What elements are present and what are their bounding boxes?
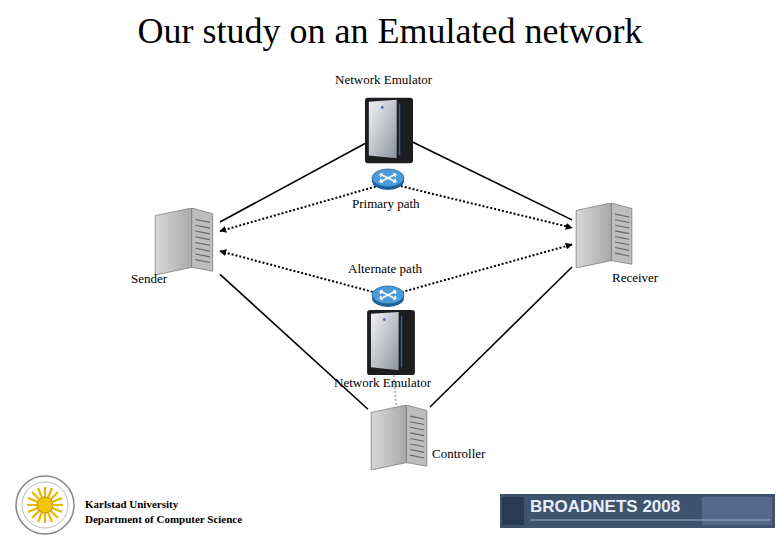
device-label: Receiver — [612, 270, 658, 286]
sun-rays — [27, 487, 63, 523]
network-device: Network Emulator — [365, 310, 417, 375]
footer-label: Karlstad University — [85, 498, 178, 510]
network-device: Receiver — [572, 203, 636, 268]
network-device: Sender — [148, 208, 220, 275]
path-label: Primary path — [352, 196, 420, 212]
server-icon — [371, 405, 427, 470]
university-logo — [16, 476, 74, 534]
emulator-icon — [365, 98, 413, 163]
server-icon — [576, 203, 632, 268]
network-device: Controller — [368, 405, 430, 470]
device-label: Network Emulator — [334, 375, 431, 391]
emulator-icon — [367, 310, 415, 375]
path-label: Alternate path — [348, 261, 422, 277]
banner-emblem — [502, 497, 524, 525]
network-device: Network Emulator — [365, 97, 413, 164]
conference-banner — [500, 494, 775, 528]
device-label: Controller — [432, 446, 485, 462]
server-icon — [155, 208, 212, 275]
network-link — [220, 143, 365, 222]
footer-label: Department of Computer Science — [85, 513, 242, 525]
router-icon — [372, 286, 404, 307]
footer-label: BROADNETS 2008 — [530, 497, 680, 517]
router-icon — [372, 169, 404, 190]
sun-disc — [37, 497, 53, 513]
logo-ring — [22, 482, 68, 528]
banner-date-box — [702, 497, 772, 525]
device-label: Sender — [131, 271, 167, 287]
network-link — [413, 142, 572, 220]
network-link — [220, 183, 572, 231]
device-label: Network Emulator — [335, 72, 432, 88]
network-link — [430, 267, 572, 407]
banner-background — [500, 494, 775, 528]
banner-subline — [530, 520, 770, 521]
logo-ring — [16, 476, 74, 534]
diagram-title: Our study on an Emulated network — [0, 10, 780, 52]
